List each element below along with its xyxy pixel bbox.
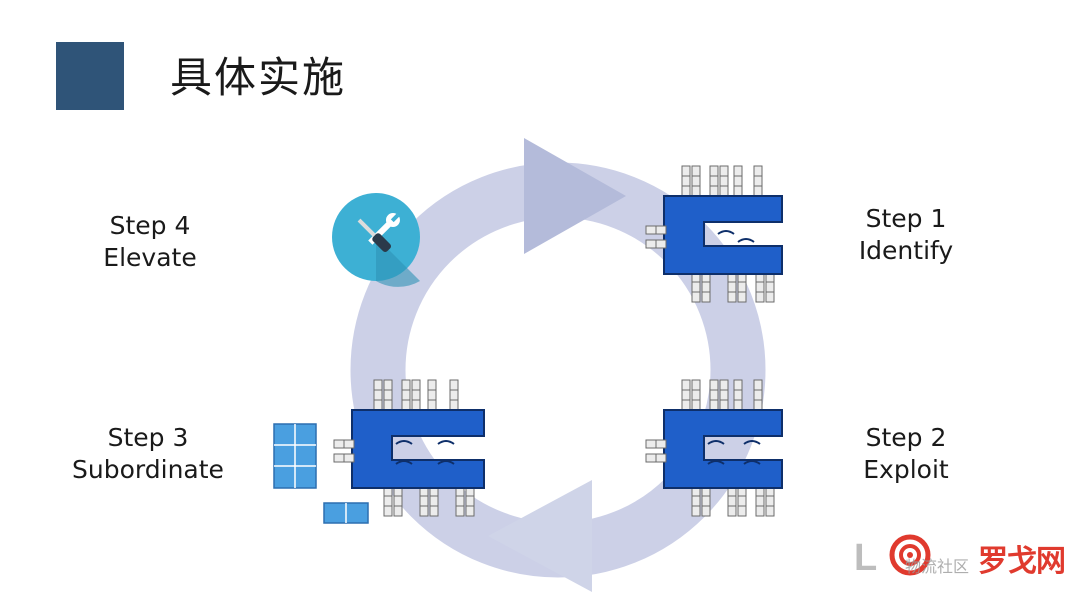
step3-number: Step 3 (107, 423, 189, 452)
step1-machine-icon (645, 165, 783, 303)
tools-wrench-screwdriver-icon (332, 193, 420, 287)
step4-label: Step 4 Elevate (80, 210, 220, 274)
step3-machine-icon (333, 379, 485, 517)
bottom-arrow (488, 480, 592, 592)
step1-label: Step 1 Identify (836, 203, 976, 267)
step2-label: Step 2 Exploit (836, 422, 976, 486)
step1-name: Identify (858, 236, 954, 265)
step3-name: Subordinate (72, 455, 224, 484)
watermark-brand: 罗戈网 (978, 544, 1066, 579)
svg-text:L: L (854, 537, 877, 579)
step4-number: Step 4 (109, 211, 191, 240)
page-title: 具体实施 (170, 53, 347, 102)
title-accent-block (56, 42, 124, 110)
watermark-subtext: 物流社区 (905, 557, 970, 576)
step2-number: Step 2 (865, 423, 947, 452)
step2-name: Exploit (863, 455, 949, 484)
step1-number: Step 1 (865, 204, 947, 233)
step3-label: Step 3 Subordinate (58, 422, 238, 486)
top-arrow (524, 138, 626, 254)
buffer-stack-icon (273, 423, 369, 524)
step4-name: Elevate (103, 243, 197, 272)
step2-machine-icon (645, 379, 783, 517)
watermark-logo: L (854, 534, 931, 579)
